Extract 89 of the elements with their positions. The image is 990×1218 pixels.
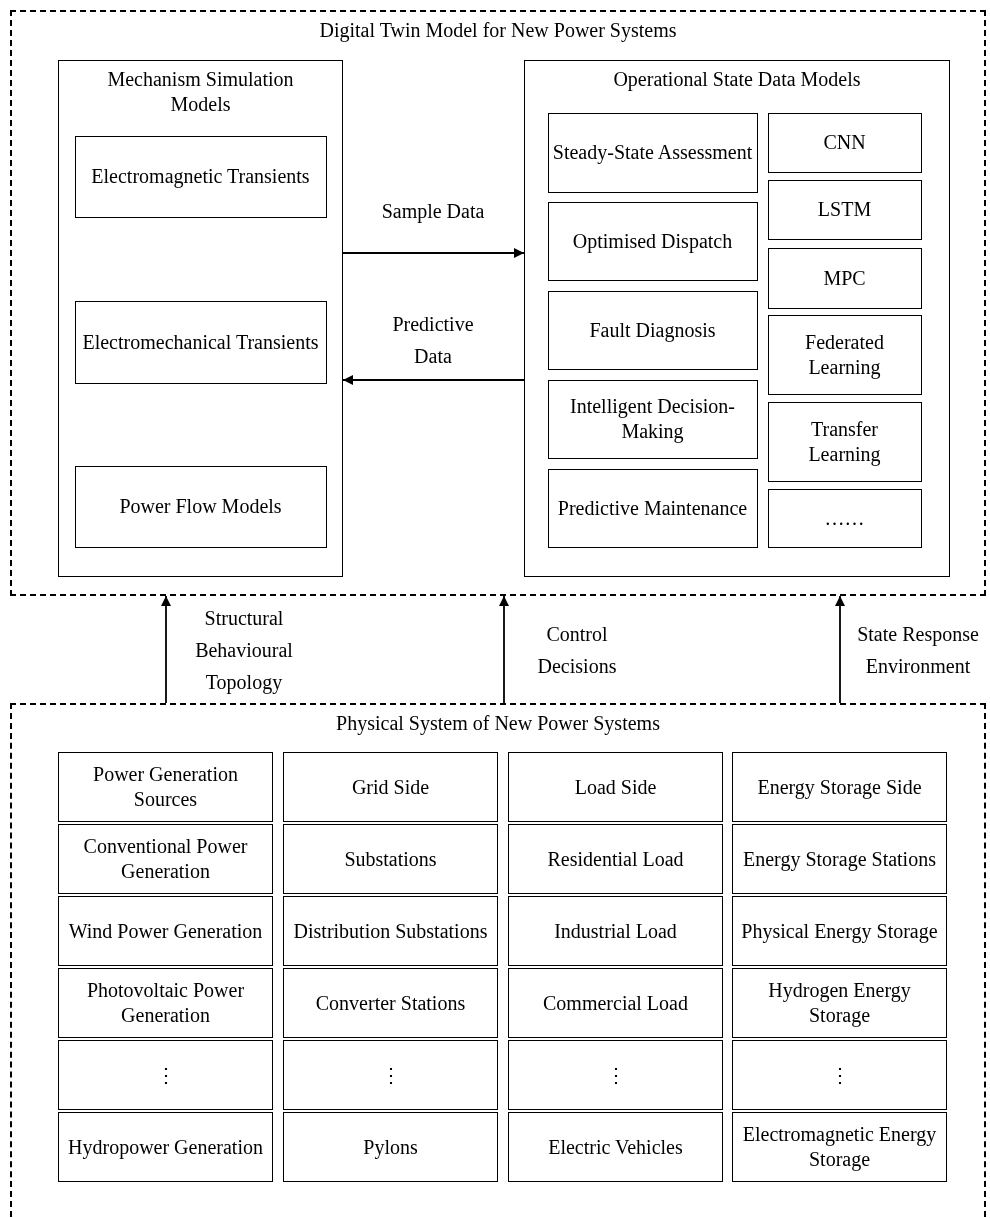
box-text: Hydropower Generation [68, 1134, 263, 1160]
box-text: …… [824, 505, 865, 531]
box-text: Conventional Power Generation [82, 834, 249, 884]
box-text: Power Generation Sources [92, 762, 239, 812]
box-text: Commercial Load [543, 990, 688, 1016]
process-box [508, 752, 723, 822]
box-text: Steady-State Assessment [552, 140, 753, 165]
box-text: ⋮ [829, 1062, 850, 1088]
group-heading: Physical System of New Power Systems [335, 711, 661, 736]
process-box [732, 968, 947, 1038]
box-text: Electromagnetic Transients [91, 164, 310, 189]
process-box [74, 465, 327, 548]
process-box [283, 752, 498, 822]
box-text: Grid Side [351, 774, 430, 800]
process-box [508, 896, 723, 966]
box-text: Load Side [574, 774, 657, 800]
process-box [767, 314, 922, 395]
box-text: Physical Energy Storage [741, 918, 938, 944]
process-box [767, 247, 922, 309]
box-text: LSTM [817, 197, 872, 222]
box-text: Electromagnetic Energy Storage [741, 1122, 938, 1172]
box-text: Transfer Learning [807, 416, 882, 467]
box-text: Electromechanical Transients [82, 329, 319, 355]
arrow [499, 595, 509, 704]
box-text: Hydrogen Energy Storage [767, 978, 912, 1028]
dashed-group-box [10, 10, 986, 596]
process-box [283, 1112, 498, 1182]
box-text: Predictive Maintenance [557, 495, 748, 521]
process-box [508, 1112, 723, 1182]
process-box [283, 1040, 498, 1110]
process-box [58, 752, 273, 822]
group-heading: Operational State Data Models [612, 67, 862, 92]
box-text: Substations [344, 846, 437, 872]
box-text: Electric Vehicles [548, 1134, 683, 1160]
process-box [58, 968, 273, 1038]
process-box [508, 824, 723, 894]
process-box [283, 968, 498, 1038]
arrow [835, 595, 845, 704]
process-box [547, 201, 758, 281]
box-text: Converter Stations [315, 990, 466, 1016]
box-text: Pylons [363, 1134, 418, 1160]
process-box [58, 824, 273, 894]
box-text: ⋮ [605, 1062, 626, 1088]
process-box [547, 468, 758, 548]
box-text: Industrial Load [554, 918, 677, 944]
box-text: Energy Storage Stations [743, 846, 936, 872]
box-text: CNN [823, 130, 866, 155]
box-text: Fault Diagnosis [589, 317, 716, 343]
arrow [161, 595, 171, 704]
process-box [767, 179, 922, 240]
arrow [342, 248, 525, 258]
process-box [74, 135, 327, 218]
box-text: Wind Power Generation [68, 918, 263, 944]
box-text: Intelligent Decision-Making [569, 394, 736, 444]
process-box [547, 290, 758, 370]
group-heading: Mechanism Simulation Models [106, 67, 295, 117]
box-text: Distribution Substations [293, 918, 488, 944]
box-text: ⋮ [380, 1062, 401, 1088]
process-box [508, 968, 723, 1038]
process-box [547, 379, 758, 459]
process-box [767, 401, 922, 482]
process-box [74, 300, 327, 384]
group-box [58, 60, 343, 577]
box-text: Energy Storage Side [757, 774, 922, 800]
box-text: Federated Learning [804, 329, 885, 380]
process-box [58, 896, 273, 966]
process-box [508, 1040, 723, 1110]
process-box [732, 752, 947, 822]
process-box [283, 824, 498, 894]
group-heading: Digital Twin Model for New Power Systems [318, 18, 678, 43]
process-box [58, 1112, 273, 1182]
box-text: Optimised Dispatch [572, 228, 733, 254]
dashed-group-box [10, 703, 986, 1217]
box-text: MPC [823, 265, 866, 291]
group-box [524, 60, 950, 577]
process-box [283, 896, 498, 966]
process-box [732, 896, 947, 966]
process-box [732, 1112, 947, 1182]
process-box [58, 1040, 273, 1110]
process-box [732, 824, 947, 894]
process-box [767, 488, 922, 548]
process-box [547, 112, 758, 193]
process-box [767, 112, 922, 173]
box-text: ⋮ [155, 1062, 176, 1088]
arrow [342, 375, 525, 385]
box-text: Photovoltaic Power Generation [85, 978, 246, 1028]
box-text: Residential Load [547, 846, 684, 872]
process-box [732, 1040, 947, 1110]
box-text: Power Flow Models [119, 494, 282, 519]
